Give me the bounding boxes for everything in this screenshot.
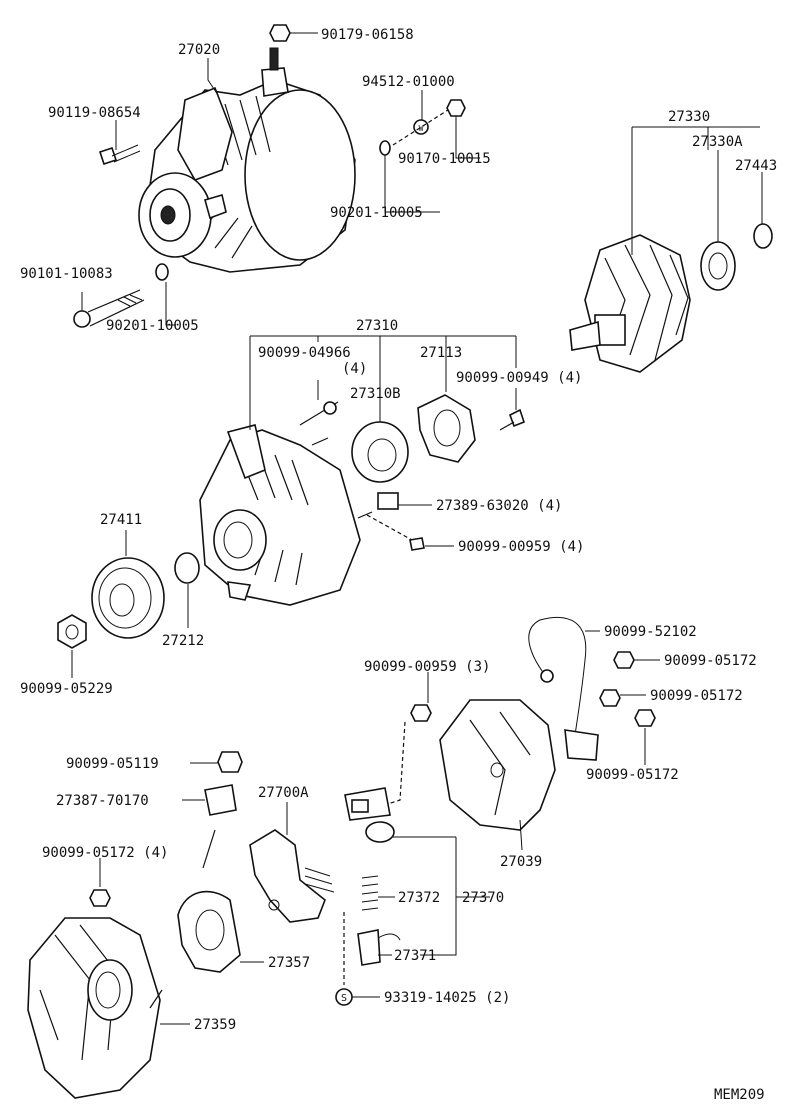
- label-27020: 27020: [178, 42, 220, 58]
- label-27387-70170: 27387-70170: [56, 793, 149, 809]
- label-27371: 27371: [394, 948, 436, 964]
- bolt-head-90101: [73, 310, 91, 328]
- label-90170-10015: 90170-10015: [398, 151, 491, 167]
- top-fasteners: [73, 24, 466, 328]
- label-90201-10005-b: 90201-10005: [106, 318, 199, 334]
- label-27039: 27039: [500, 854, 542, 870]
- regulator-27700A: [249, 829, 345, 985]
- brush-holder-parts: [344, 704, 432, 966]
- label-90099-04966: 90099-04966: [258, 345, 351, 361]
- label-27359: 27359: [194, 1017, 236, 1033]
- brush-holder-27357: [177, 751, 243, 973]
- label-27370: 27370: [462, 890, 504, 906]
- label-27443: 27443: [735, 158, 777, 174]
- washer-90201-a: [379, 140, 391, 156]
- washer-mark: W: [419, 124, 424, 133]
- washer-94512: [413, 119, 429, 135]
- label-27330: 27330: [668, 109, 710, 125]
- label-27389-63020: 27389-63020 (4): [436, 498, 562, 514]
- label-27411: 27411: [100, 512, 142, 528]
- label-90101-10083: 90101-10083: [20, 266, 113, 282]
- nut-90179-06158: [269, 24, 291, 42]
- label-90099-00959-a: 90099-00959 (4): [458, 539, 584, 555]
- label-90099-05172-c: 90099-05172: [586, 767, 679, 783]
- stud-mark: S: [341, 993, 347, 1004]
- label-90179-06158: 90179-06158: [321, 27, 414, 43]
- label-27330A: 27330A: [692, 134, 743, 150]
- label-90099-05172-a: 90099-05172: [664, 653, 757, 669]
- label-27700A: 27700A: [258, 785, 309, 801]
- label-94512-01000: 94512-01000: [362, 74, 455, 90]
- label-90099-04966-qty: (4): [342, 361, 367, 377]
- bearing-27310B: [351, 394, 525, 483]
- diagram-code: MEM209: [714, 1087, 765, 1103]
- pulley-27411: [57, 552, 200, 649]
- label-27113: 27113: [420, 345, 462, 361]
- terminal-insulator-27389: [357, 492, 425, 551]
- label-90099-52102: 90099-52102: [604, 624, 697, 640]
- label-90099-05172-d: 90099-05172 (4): [42, 845, 168, 861]
- label-90099-00949: 90099-00949 (4): [456, 370, 582, 386]
- part-labels: 90179-06158 27020 94512-01000 90119-0865…: [20, 27, 777, 1103]
- label-90119-08654: 90119-08654: [48, 105, 141, 121]
- label-93319-14025: 93319-14025 (2): [384, 990, 510, 1006]
- drive-end-frame-27310: [199, 401, 361, 606]
- nut-90170-10015: [446, 99, 466, 117]
- label-90099-05172-b: 90099-05172: [650, 688, 743, 704]
- alternator-assembly-27020: [138, 47, 356, 273]
- label-90099-05119: 90099-05119: [66, 756, 159, 772]
- rectifier-end-frame-27359: [27, 889, 163, 1099]
- rotor-27330: [569, 223, 773, 373]
- label-27212: 27212: [162, 633, 204, 649]
- label-27310: 27310: [356, 318, 398, 334]
- washer-90201-b: [155, 263, 169, 281]
- bolt-head-90119: [98, 146, 118, 166]
- leader-lines: [71, 32, 763, 1025]
- rear-cover-27039: [439, 616, 656, 831]
- label-90201-10005-a: 90201-10005: [330, 205, 423, 221]
- label-90099-05229: 90099-05229: [20, 681, 113, 697]
- label-90099-00959-b: 90099-00959 (3): [364, 659, 490, 675]
- label-27372: 27372: [398, 890, 440, 906]
- label-27310B: 27310B: [350, 386, 401, 402]
- label-27357: 27357: [268, 955, 310, 971]
